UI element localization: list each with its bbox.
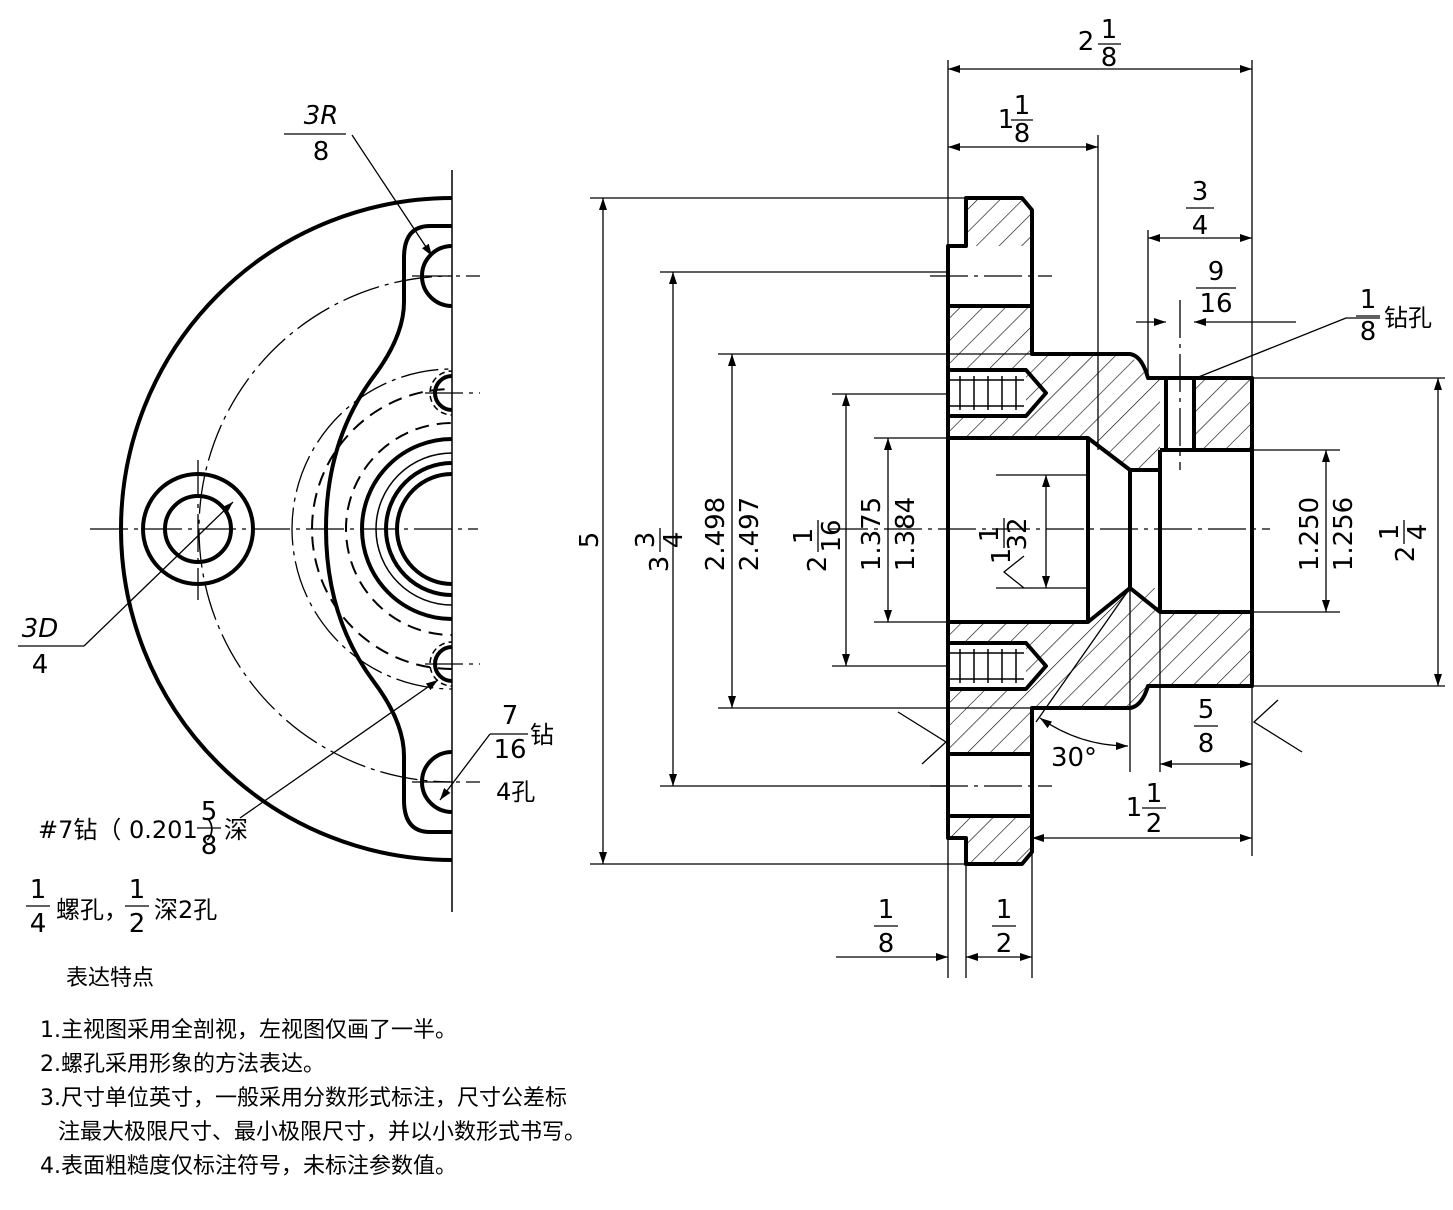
svg-text:8: 8 (1198, 729, 1215, 759)
svg-text:16: 16 (817, 519, 847, 552)
note-item: 2.螺孔采用形象的方法表达。 (40, 1052, 325, 1077)
tap-drill-num: 5 (201, 797, 218, 827)
drill716-num: 7 (502, 701, 519, 731)
svg-text:1.375: 1.375 (857, 497, 887, 571)
drill-leader (439, 733, 491, 801)
note-item: 注最大极限尺寸、最小极限尺寸，并以小数形式书写。 (58, 1120, 587, 1145)
svg-text:8: 8 (1014, 119, 1031, 149)
svg-text:1: 1 (1014, 91, 1031, 121)
tap-drill-suffix: 深 (224, 816, 248, 844)
svg-text:2: 2 (803, 556, 833, 573)
svg-text:1: 1 (996, 895, 1013, 925)
svg-text:1: 1 (998, 105, 1015, 135)
svg-text:2: 2 (1078, 27, 1095, 57)
svg-text:钻孔: 钻孔 (1384, 304, 1432, 332)
svg-text:2: 2 (1146, 809, 1163, 839)
tapped-den1: 4 (30, 909, 47, 939)
tapped-suffix: 深2孔 (154, 896, 217, 924)
tap-drill-prefix: #7钻（ 0.201 ） (38, 816, 229, 844)
svg-text:1: 1 (1375, 524, 1405, 541)
note-item: 4.表面粗糙度仅标注符号，未标注参数值。 (40, 1154, 457, 1179)
svg-text:2.498: 2.498 (701, 497, 731, 571)
drill716-suffix: 钻 (530, 721, 554, 749)
note-item: 1.主视图采用全剖视，左视图仅画了一半。 (40, 1018, 457, 1043)
svg-text:1.250: 1.250 (1295, 497, 1325, 571)
main-section-view: 2 1 8 1 1 8 3 4 9 16 1 8 钻孔 5 3 3 4 (575, 15, 1445, 978)
svg-text:8: 8 (878, 929, 895, 959)
dimension-labels: 2 1 8 1 1 8 3 4 9 16 1 8 钻孔 5 3 3 4 (575, 15, 1433, 959)
left-half-view: 3R 8 3D 4 7 16 钻 4孔 #7钻（ 0.201 ） 5 8 深 1… (18, 101, 554, 939)
radius-leader (351, 134, 433, 257)
tapped-den2: 2 (129, 909, 146, 939)
svg-text:1: 1 (1126, 793, 1143, 823)
svg-text:3: 3 (1192, 177, 1209, 207)
drill716-count: 4孔 (496, 778, 535, 806)
notes-title: 表达特点 (66, 966, 155, 991)
svg-text:30°: 30° (1051, 743, 1097, 773)
svg-text:1.256: 1.256 (1329, 497, 1359, 571)
svg-text:1: 1 (878, 895, 895, 925)
svg-text:9: 9 (1208, 257, 1225, 287)
radius-den: 8 (313, 137, 330, 167)
drill716-den: 16 (493, 735, 526, 765)
svg-text:1: 1 (975, 526, 1005, 543)
notes-block: 表达特点 1.主视图采用全剖视，左视图仅画了一半。 2.螺孔采用形象的方法表达。… (40, 962, 680, 1184)
svg-text:1: 1 (789, 528, 819, 545)
tap-drill-den: 8 (201, 831, 218, 861)
tapped-hole-circle-centerline (291, 368, 452, 690)
svg-text:1.384: 1.384 (891, 497, 921, 571)
svg-text:3: 3 (631, 532, 661, 549)
tap-drill-leader (239, 679, 439, 819)
svg-text:4: 4 (1403, 524, 1433, 541)
svg-text:5: 5 (1198, 695, 1215, 725)
svg-text:1: 1 (1360, 285, 1377, 315)
tapped-hole-bottom-section (950, 641, 1048, 691)
hidden-shoulder-outline (345, 422, 452, 636)
svg-text:32: 32 (1003, 517, 1033, 550)
svg-text:16: 16 (1199, 289, 1232, 319)
tapped-num1: 1 (30, 875, 47, 905)
hole-dia-leader (83, 501, 234, 647)
note-item: 3.尺寸单位英寸，一般采用分数形式标注，尺寸公差标 (40, 1086, 567, 1111)
svg-text:5: 5 (575, 532, 605, 549)
svg-text:2: 2 (996, 929, 1013, 959)
svg-text:2.497: 2.497 (735, 497, 765, 571)
svg-text:2: 2 (1391, 546, 1421, 563)
svg-text:1: 1 (987, 548, 1017, 565)
tapped-hole-top-section (950, 368, 1048, 418)
svg-text:1: 1 (1101, 15, 1118, 45)
svg-text:8: 8 (1101, 43, 1118, 73)
svg-text:3: 3 (645, 556, 675, 573)
hole-dia-den: 4 (32, 650, 49, 680)
svg-text:4: 4 (1192, 211, 1209, 241)
tapped-num2: 1 (129, 875, 146, 905)
svg-text:8: 8 (1360, 317, 1377, 347)
tapped-mid: 螺孔， (56, 896, 128, 924)
svg-text:4: 4 (659, 532, 689, 549)
svg-text:1: 1 (1146, 779, 1163, 809)
hole-dia-num: 3D (22, 614, 59, 644)
radius-num: 3R (304, 101, 339, 131)
